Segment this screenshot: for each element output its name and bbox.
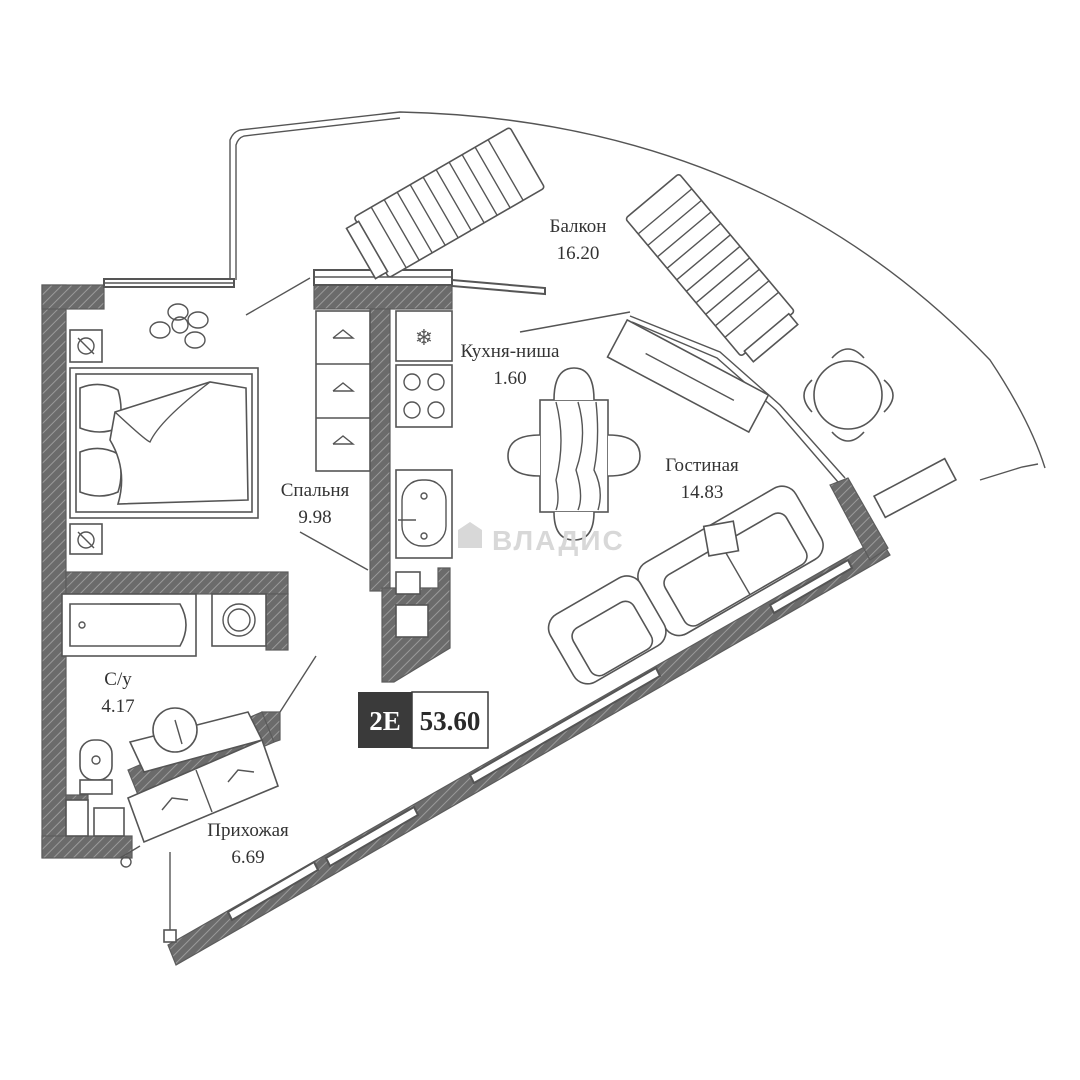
bathtub [61,593,197,657]
tv-console [606,318,770,434]
room-label-bathroom: С/у 4.17 [101,669,134,717]
room-name: Спальня [281,480,350,501]
balcony-outline [229,111,1046,481]
wardrobe [315,310,371,472]
kitchen-sink [395,469,453,559]
room-name: Прихожая [207,820,289,841]
room-name: Гостиная [665,455,739,476]
sunbed-right [625,173,799,363]
fridge: ❄ [395,310,453,362]
hall-closet [65,799,125,837]
watermark-text: ВЛАДИС [492,525,625,556]
balcony-bench [872,457,958,519]
stove [395,364,453,428]
washing-machine [211,593,267,647]
nightstand-bottom [69,523,103,555]
bedroom-label-leader [299,531,369,571]
sofa [637,485,824,637]
sunbed-left [345,127,545,280]
snowflake-icon: ❄ [415,326,433,351]
room-name: Балкон [550,216,607,237]
bathroom-sink [128,707,264,773]
room-label-living: Гостиная 14.83 [665,455,739,503]
plant-icon [149,303,209,349]
room-label-kitchen: Кухня-ниша 1.60 [461,341,560,389]
bath-door-line [279,655,317,713]
toilet [79,739,113,795]
room-area: 14.83 [681,482,724,503]
apartment-total-area: 53.60 [420,706,481,736]
watermark: ВЛАДИС [458,522,625,556]
room-area: 1.60 [493,368,526,389]
room-name: Кухня-ниша [461,341,560,362]
room-name: С/у [104,669,132,690]
entrance-door [119,845,177,943]
room-area: 6.69 [231,847,264,868]
room-area: 9.98 [298,507,331,528]
room-area: 16.20 [557,243,600,264]
apartment-badge: 2E 53.60 [358,691,489,749]
hall-wardrobe [126,738,280,844]
room-label-bedroom: Спальня 9.98 [281,480,350,528]
apartment-code: 2E [369,706,401,736]
room-label-hallway: Прихожая 6.69 [207,820,289,868]
room-area: 4.17 [101,696,134,717]
bed [69,367,259,519]
room-label-balcony: Балкон 16.20 [550,216,607,264]
exterior-wall-southeast [167,537,891,966]
dining-table [507,367,641,541]
armchair [547,575,667,685]
utility-closet [395,571,429,638]
nightstand-top [69,329,103,363]
round-table-balcony [803,348,894,442]
